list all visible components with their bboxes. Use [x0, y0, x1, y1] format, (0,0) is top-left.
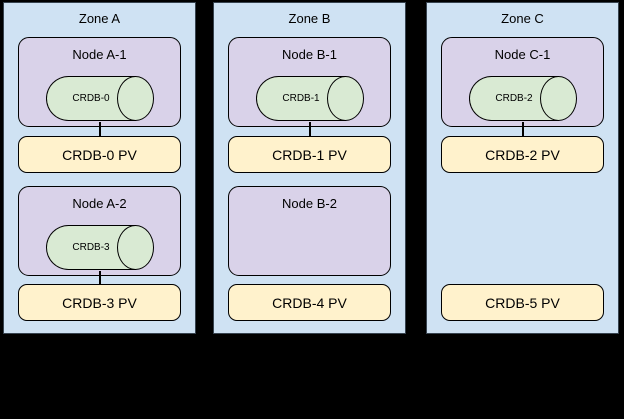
crdb-3-pod-label: CRDB-3	[72, 242, 110, 253]
node-c1: Node C-1 CRDB-2	[441, 37, 604, 127]
zone-c-title: Zone C	[501, 11, 544, 26]
node-c1-title: Node C-1	[494, 47, 551, 62]
node-b1: Node B-1 CRDB-1	[228, 37, 391, 127]
node-a2-title: Node A-2	[72, 196, 127, 211]
pv-crdb-1-label: CRDB-1 PV	[272, 146, 347, 163]
connector-c1-pv	[522, 122, 524, 137]
pv-crdb-2: CRDB-2 PV	[441, 136, 604, 173]
node-b1-title: Node B-1	[282, 47, 337, 62]
pv-crdb-4-label: CRDB-4 PV	[272, 294, 347, 311]
cylinder-cap	[540, 76, 577, 121]
connector-b1-pv	[309, 122, 311, 137]
pv-crdb-5-label: CRDB-5 PV	[485, 294, 560, 311]
zone-a: Zone A Node A-1 CRDB-0 CRDB-0 PV Node A-…	[3, 2, 196, 334]
zone-b-title: Zone B	[288, 11, 331, 26]
node-a2: Node A-2 CRDB-3	[18, 186, 181, 276]
pv-crdb-4: CRDB-4 PV	[228, 284, 391, 321]
crdb-2-pod-label: CRDB-2	[495, 93, 533, 104]
node-b2: Node B-2	[228, 186, 391, 276]
crdb-1-pod-label: CRDB-1	[282, 93, 320, 104]
crdb-0-pod-label: CRDB-0	[72, 93, 110, 104]
zone-a-title: Zone A	[78, 11, 121, 26]
crdb-2-pod-cylinder: CRDB-2	[469, 76, 577, 121]
pv-crdb-3: CRDB-3 PV	[18, 284, 181, 321]
cylinder-cap	[117, 76, 154, 121]
cylinder-cap	[327, 76, 364, 121]
zone-b: Zone B Node B-1 CRDB-1 CRDB-1 PV Node B-…	[213, 2, 406, 334]
crdb-3-pod-cylinder: CRDB-3	[46, 225, 154, 270]
node-a1: Node A-1 CRDB-0	[18, 37, 181, 127]
crdb-0-pod-cylinder: CRDB-0	[46, 76, 154, 121]
pv-crdb-2-label: CRDB-2 PV	[485, 146, 560, 163]
cylinder-cap	[117, 225, 154, 270]
connector-a1-pv	[99, 122, 101, 137]
node-a1-title: Node A-1	[72, 47, 127, 62]
connector-a2-pv	[99, 271, 101, 285]
pv-crdb-0-label: CRDB-0 PV	[62, 146, 137, 163]
pv-crdb-1: CRDB-1 PV	[228, 136, 391, 173]
node-b2-title: Node B-2	[282, 196, 337, 211]
pv-crdb-3-label: CRDB-3 PV	[62, 294, 137, 311]
zone-c: Zone C Node C-1 CRDB-2 CRDB-2 PV CRDB-5 …	[426, 2, 619, 334]
crdb-1-pod-cylinder: CRDB-1	[256, 76, 364, 121]
pv-crdb-5: CRDB-5 PV	[441, 284, 604, 321]
pv-crdb-0: CRDB-0 PV	[18, 136, 181, 173]
